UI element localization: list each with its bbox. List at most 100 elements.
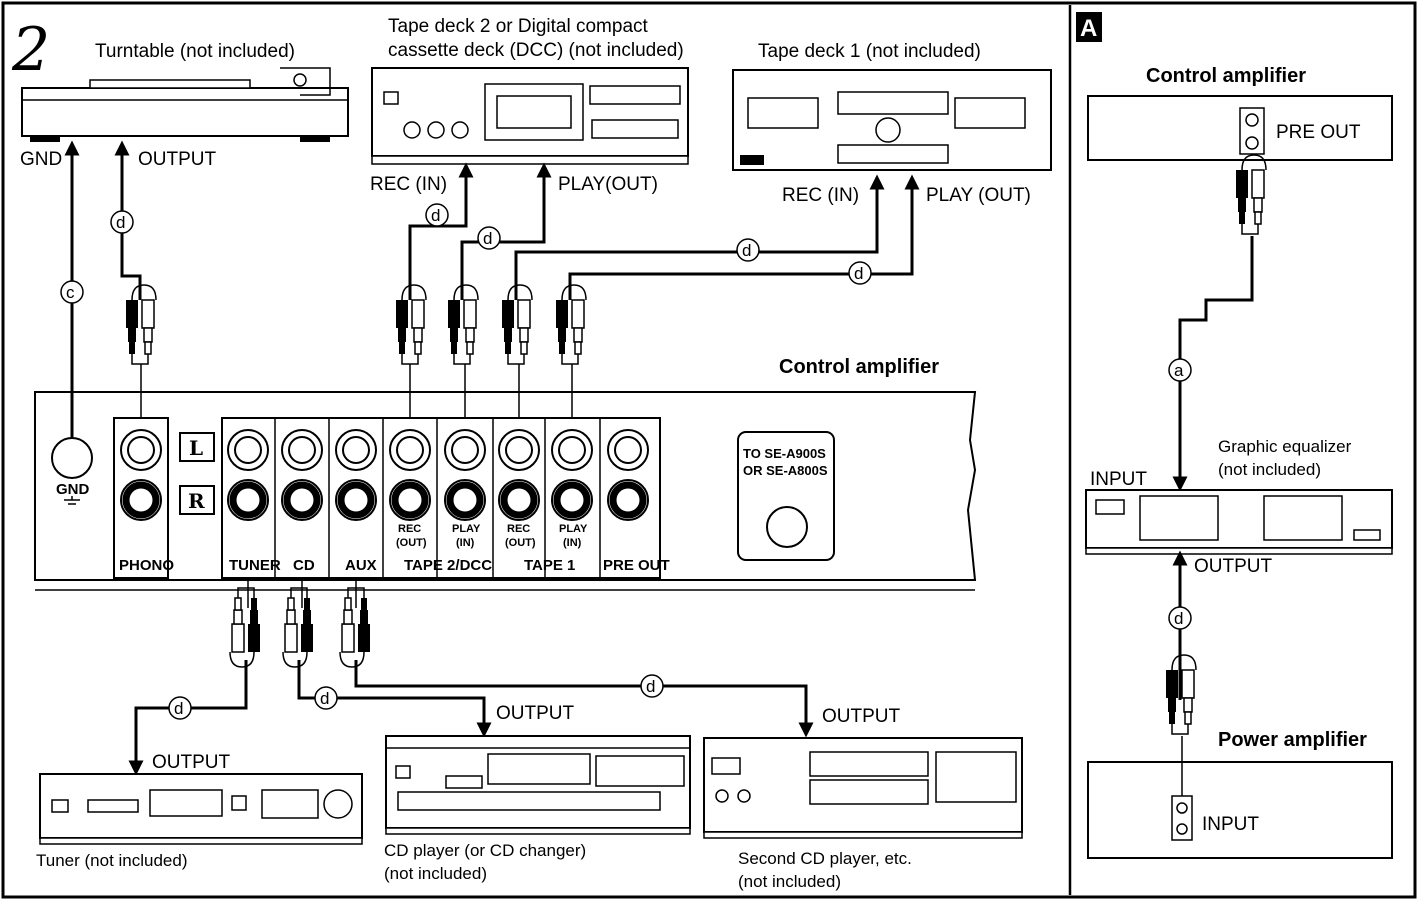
tape1-rec-out-caption: (OUT): [505, 537, 536, 549]
turntable-gnd-label: GND: [20, 149, 62, 170]
tape2-rec-l-jack: [389, 429, 431, 471]
svg-text:d: d: [174, 699, 183, 718]
tape-deck-2-play-label: PLAY(OUT): [558, 174, 658, 195]
panel-preout-label: PRE OUT: [603, 557, 670, 574]
tape1-rec-r-jack: [499, 480, 539, 520]
tape2-play-l-jack: [444, 429, 486, 471]
marker-d-tape1-rec: d: [736, 238, 760, 262]
cd-player-label-2: (not included): [384, 864, 487, 883]
inset-letter-badge: [1076, 12, 1102, 42]
cd-output-label: OUTPUT: [496, 703, 575, 724]
inset-letter: A: [1080, 15, 1097, 42]
svg-text:a: a: [1174, 361, 1184, 380]
svg-text:L: L: [189, 436, 203, 460]
line-jack-block: [221, 417, 661, 579]
second-cd-output-label: OUTPUT: [822, 706, 901, 727]
turntable-device: [21, 67, 349, 142]
tape1-play-in-caption: (IN): [563, 537, 582, 549]
aux-r-jack: [336, 480, 376, 520]
tape-deck-2-label-2: cassette deck (DCC) (not included): [388, 40, 684, 61]
marker-d-tape2-rec: d: [425, 203, 449, 227]
control-amplifier-label: Control amplifier: [779, 356, 939, 378]
preout-r-jack: [608, 480, 648, 520]
inset-preout-jacks: [1239, 107, 1265, 155]
inset-power-amplifier-device: [1087, 761, 1393, 859]
panel-tuner-label: TUNER: [229, 557, 281, 574]
tape-deck-1-label: Tape deck 1 (not included): [758, 41, 981, 62]
marker-a: a: [1168, 358, 1192, 382]
inset-preout-rca-plug: [1235, 154, 1267, 235]
inset-preout-cable: [1172, 236, 1254, 492]
marker-d-tape2-play: d: [477, 226, 501, 250]
marker-d-aux: d: [640, 674, 664, 698]
tape1-play-l-jack: [551, 429, 593, 471]
panel-cd-label: CD: [293, 557, 315, 574]
svg-text:d: d: [1174, 609, 1183, 628]
inset-eq-input-label: INPUT: [1090, 469, 1147, 490]
tape-deck-2-label-1: Tape deck 2 or Digital compact: [388, 16, 649, 37]
aux-rca-plug: [339, 587, 371, 668]
se-badge-line2: OR SE-A800S: [743, 463, 828, 478]
tape-deck-1-device: [732, 69, 1052, 171]
tuner-output-label: OUTPUT: [152, 752, 231, 773]
second-cd-device: [703, 737, 1023, 839]
marker-d-turntable: d: [110, 210, 134, 234]
svg-text:d: d: [742, 241, 751, 260]
tape-deck-1-play-label: PLAY (OUT): [926, 185, 1031, 206]
tape2-rec-r-jack: [390, 480, 430, 520]
se-badge: [737, 431, 835, 561]
cd-l-jack: [281, 429, 323, 471]
tape1-play-r-jack: [552, 480, 592, 520]
tape1-rec-cable: [514, 174, 885, 300]
svg-text:d: d: [431, 206, 440, 225]
second-cd-label-1: Second CD player, etc.: [738, 849, 912, 868]
second-cd-label-2: (not included): [738, 872, 841, 891]
aux-cable: [354, 660, 814, 738]
tuner-rca-plug: [229, 587, 261, 668]
preout-l-jack: [607, 429, 649, 471]
panel-tape1-label: TAPE 1: [524, 557, 575, 574]
svg-text:d: d: [116, 213, 125, 232]
marker-d-tape1-play: d: [848, 261, 872, 285]
svg-text:R: R: [188, 489, 205, 513]
cd-player-label-1: CD player (or CD changer): [384, 841, 586, 860]
tape-deck-1-rec-label: REC (IN): [782, 185, 859, 206]
inset-power-input-label: INPUT: [1202, 814, 1259, 835]
inset-graphic-eq-label-1: Graphic equalizer: [1218, 437, 1352, 456]
tape1-play-caption: PLAY: [559, 523, 588, 535]
svg-text:d: d: [483, 229, 492, 248]
marker-d-inset: d: [1168, 606, 1192, 630]
tape-deck-2-rec-label: REC (IN): [370, 174, 447, 195]
tuner-r-jack: [228, 480, 268, 520]
tape2-play-caption: PLAY: [452, 523, 481, 535]
inset-eq-output-label: OUTPUT: [1194, 556, 1273, 577]
aux-l-jack: [335, 429, 377, 471]
tape2-play-cable: [460, 162, 552, 300]
inset-preout-label: PRE OUT: [1276, 122, 1361, 143]
tuner-label: Tuner (not included): [36, 851, 188, 870]
tape2-play-r-jack: [445, 480, 485, 520]
cd-player-device: [385, 735, 691, 835]
cd-cable: [297, 660, 492, 738]
se-badge-line1: TO SE-A900S: [743, 446, 826, 461]
turntable-output-label: OUTPUT: [138, 149, 217, 170]
tape1-rec-l-jack: [498, 429, 540, 471]
cd-r-jack: [282, 480, 322, 520]
inset-graphic-eq-label-2: (not included): [1218, 460, 1321, 479]
turntable-label: Turntable (not included): [95, 41, 295, 62]
section-number: 2: [11, 15, 50, 85]
tape2-rec-caption: REC: [398, 523, 421, 535]
panel-phono-label: PHONO: [119, 557, 174, 574]
tape2-play-in-caption: (IN): [456, 537, 475, 549]
inset-power-amplifier-label: Power amplifier: [1218, 729, 1367, 751]
cd-rca-plug: [282, 587, 314, 668]
panel-gnd-terminal: GND: [51, 437, 93, 505]
tape1-play-cable: [568, 174, 920, 300]
inset-control-amplifier-label: Control amplifier: [1146, 65, 1306, 87]
tape-deck-2-device: [371, 67, 689, 165]
panel-tape2-label: TAPE 2/DCC: [404, 557, 492, 574]
svg-text:c: c: [66, 283, 75, 302]
marker-d-tuner: d: [168, 696, 192, 720]
